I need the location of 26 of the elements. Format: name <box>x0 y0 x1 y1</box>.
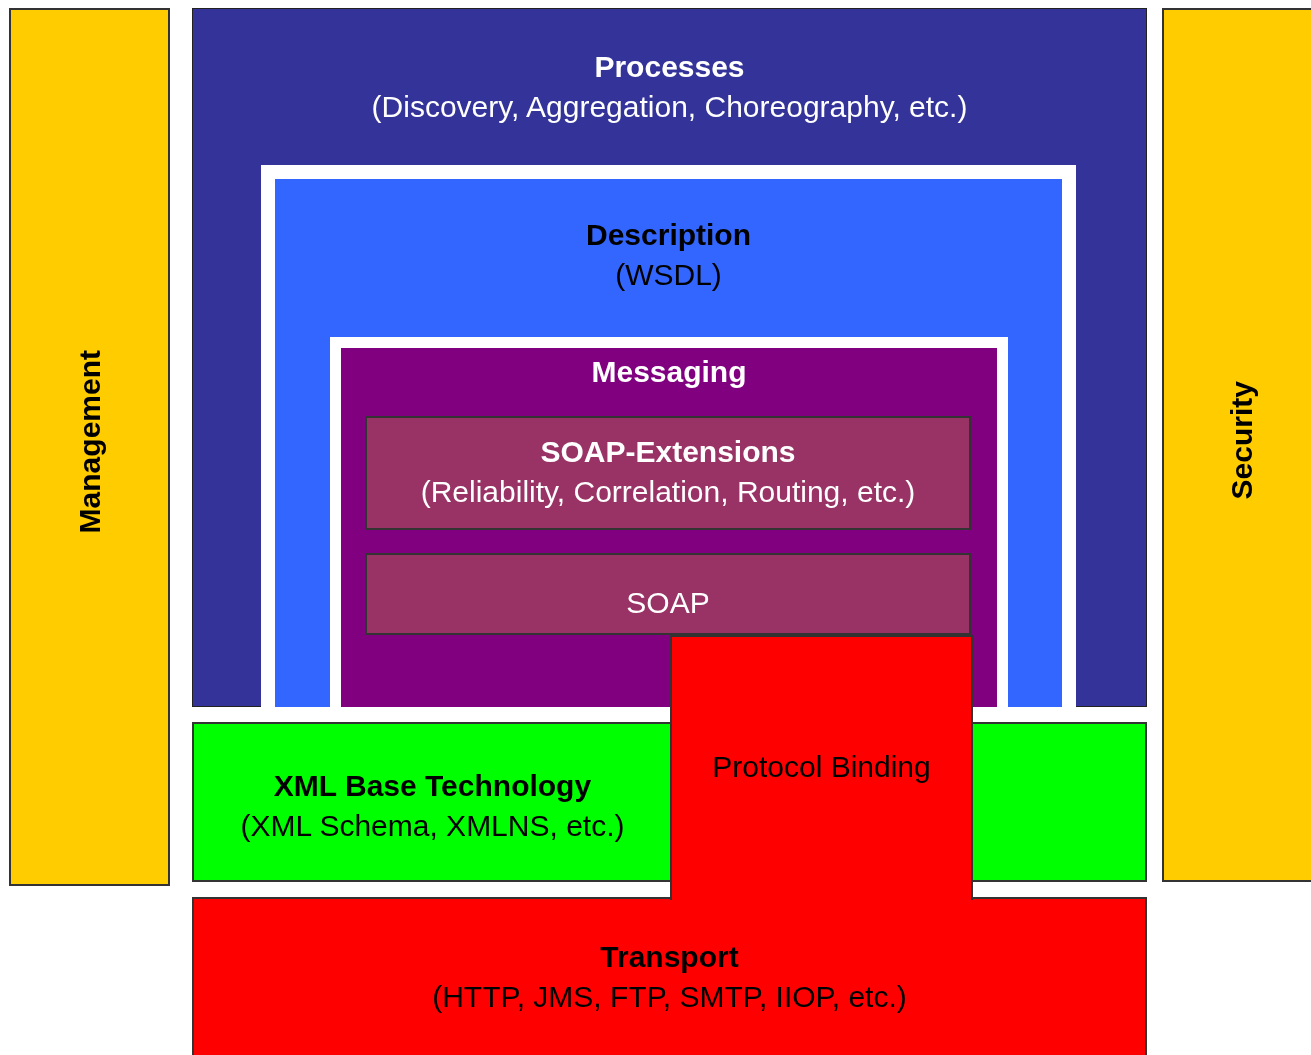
layer-box <box>972 722 1147 882</box>
layer-box <box>261 165 1076 707</box>
layer-subtitle: (WSDL) <box>615 257 722 293</box>
layer-subtitle: (Discovery, Aggregation, Choreography, etc.) <box>371 89 968 125</box>
layer-title: XML Base Technology <box>273 768 592 804</box>
binding-box <box>670 635 973 900</box>
layer-box <box>192 722 671 882</box>
layer-title: Protocol Binding <box>712 749 931 785</box>
layer-title: SOAP <box>626 585 710 621</box>
layer-subtitle: (Reliability, Correlation, Routing, etc.) <box>420 474 916 510</box>
side-bar-box <box>9 8 170 886</box>
side-bar-title: Security <box>1224 380 1259 500</box>
layer-box <box>192 897 1147 1055</box>
layer-title: Messaging <box>591 354 747 390</box>
layer-box <box>192 8 1147 707</box>
layer-title: SOAP-Extensions <box>540 434 796 470</box>
layer-subtitle: (XML Schema, XMLNS, etc.) <box>240 808 625 844</box>
layer-title: Processes <box>594 49 745 85</box>
layer-subtitle: (HTTP, JMS, FTP, SMTP, IIOP, etc.) <box>432 979 907 1015</box>
layer-box <box>330 337 1008 707</box>
layer-box <box>365 416 971 530</box>
layer-title: Transport <box>600 939 739 975</box>
layer-box <box>365 553 971 635</box>
layer-title: Description <box>586 217 751 253</box>
side-bar-title: Management <box>71 350 107 534</box>
side-bar-box <box>1162 8 1311 882</box>
